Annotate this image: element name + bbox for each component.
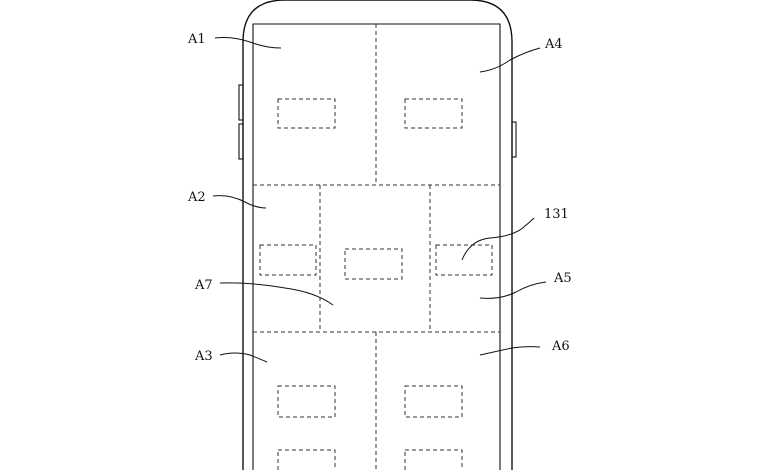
phone-outer-outline	[242, 0, 513, 470]
component-box-a6-upper	[404, 385, 463, 418]
label-a4: A4	[544, 37, 563, 52]
component-box-a2	[259, 244, 317, 276]
label-a2: A2	[187, 190, 206, 205]
component-box-a7	[344, 248, 403, 280]
leader-line-a1	[214, 37, 282, 49]
label-a6: A6	[551, 339, 570, 354]
component-box-a4	[404, 98, 463, 129]
label-a5: A5	[553, 271, 572, 286]
leader-line-a4	[479, 47, 541, 73]
label-131: 131	[544, 207, 569, 222]
component-box-a3-lower	[277, 449, 336, 470]
leader-line-131	[461, 217, 535, 261]
label-a7: A7	[194, 278, 213, 293]
component-box-a6-lower	[404, 449, 463, 470]
power-button	[511, 121, 517, 158]
component-box-a1	[277, 98, 336, 129]
component-box-131	[435, 244, 493, 276]
leader-line-a6	[479, 346, 541, 356]
label-a3: A3	[194, 349, 213, 364]
leader-line-a3	[219, 352, 268, 363]
label-a1: A1	[187, 32, 206, 47]
leader-line-a2	[212, 195, 267, 209]
leader-line-a7	[219, 282, 334, 306]
leader-line-a5	[479, 281, 547, 299]
component-box-a3-upper	[277, 385, 336, 418]
volume-button-upper	[238, 84, 244, 121]
volume-button-lower	[238, 123, 244, 160]
